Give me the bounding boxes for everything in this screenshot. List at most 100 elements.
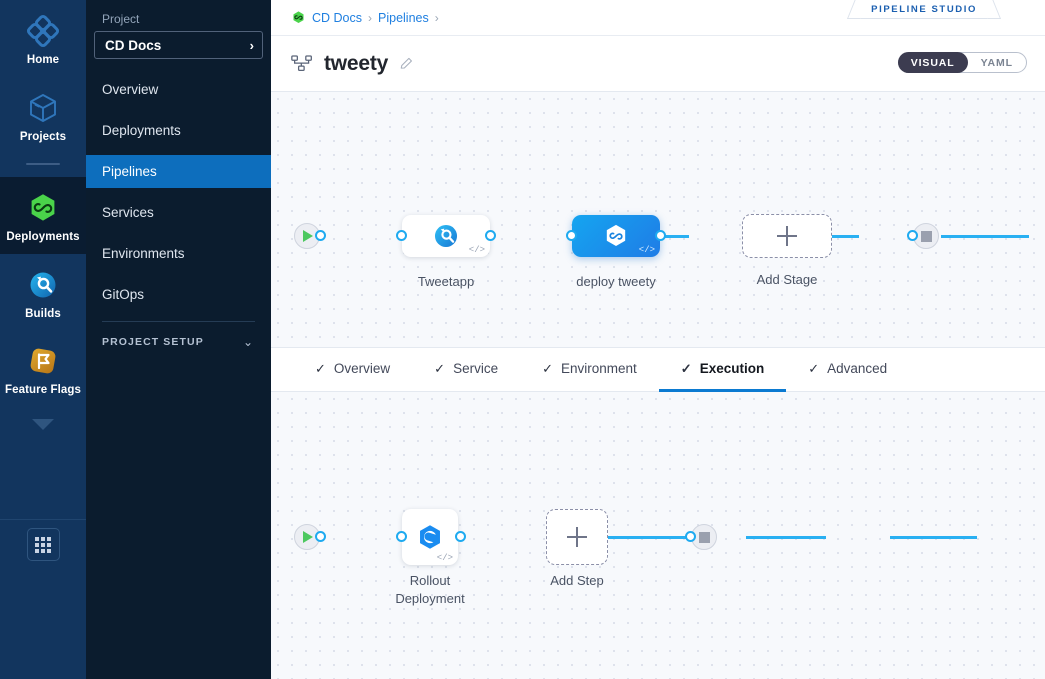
- step-port-left[interactable]: [396, 531, 407, 542]
- pipeline-end-node[interactable]: [907, 223, 939, 249]
- tab-environment[interactable]: ✓ Environment: [520, 348, 659, 392]
- tab-execution[interactable]: ✓ Execution: [658, 348, 787, 392]
- rail-label-deployments: Deployments: [6, 231, 80, 243]
- stage-label-tweetapp: Tweetapp: [417, 274, 475, 289]
- project-setup-label: PROJECT SETUP: [102, 336, 204, 348]
- toggle-option-visual[interactable]: VISUAL: [897, 52, 968, 73]
- stage-canvas[interactable]: </> Tweetapp </>: [271, 92, 1045, 348]
- sidebar-item-services[interactable]: Services: [86, 196, 271, 229]
- step-code-marker[interactable]: </>: [436, 553, 453, 563]
- sidebar-item-deployments[interactable]: Deployments: [86, 114, 271, 147]
- play-icon: [303, 531, 313, 543]
- sidebar-label-overview: Overview: [102, 82, 159, 97]
- step-port-right[interactable]: [455, 531, 466, 542]
- rail-bottom-section: [0, 519, 86, 679]
- step-edge-3: [890, 536, 977, 539]
- execution-canvas[interactable]: </> Rollout Deployment Add Step: [271, 392, 1045, 679]
- tab-label-overview: Overview: [333, 361, 391, 376]
- project-setup-toggle[interactable]: PROJECT SETUP ⌄: [86, 322, 271, 348]
- sidebar-item-pipelines[interactable]: Pipelines: [86, 155, 271, 188]
- stage-port-right[interactable]: [655, 230, 666, 241]
- rail-item-home[interactable]: Home: [0, 0, 86, 77]
- toggle-option-yaml[interactable]: YAML: [980, 56, 1013, 69]
- pencil-edit-icon[interactable]: [399, 56, 414, 71]
- step-card[interactable]: </>: [402, 509, 458, 565]
- tab-label-advanced: Advanced: [827, 361, 888, 376]
- deployments-hexagon-icon: [31, 194, 55, 221]
- tab-label-execution: Execution: [699, 361, 765, 376]
- rail-divider: [0, 153, 86, 177]
- stage-node-deploy-tweety[interactable]: </> deploy tweety: [566, 215, 666, 289]
- sidebar-item-overview[interactable]: Overview: [86, 73, 271, 106]
- tab-advanced[interactable]: ✓ Advanced: [786, 348, 909, 392]
- project-label: Project: [102, 12, 140, 26]
- execution-start-node[interactable]: [294, 524, 326, 550]
- pipeline-start-node[interactable]: [294, 223, 326, 249]
- execution-end-node[interactable]: [685, 524, 717, 550]
- sidebar-item-gitops[interactable]: GitOps: [86, 278, 271, 311]
- sidebar-label-environments: Environments: [102, 246, 185, 261]
- stage-code-marker[interactable]: </>: [638, 245, 655, 255]
- rail-item-projects[interactable]: Projects: [0, 77, 86, 154]
- rail-item-builds[interactable]: Builds: [0, 254, 86, 331]
- add-stage-button[interactable]: [742, 214, 832, 258]
- sidebar-label-deployments: Deployments: [102, 123, 181, 138]
- stage-port-left[interactable]: [396, 230, 407, 241]
- add-stage-label: Add Stage: [756, 272, 818, 287]
- check-icon: ✓: [808, 360, 820, 376]
- tab-overview[interactable]: ✓ Overview: [293, 348, 412, 392]
- stage-node-tweetapp[interactable]: </> Tweetapp: [396, 215, 496, 289]
- tab-label-service: Service: [453, 361, 499, 376]
- stage-label-deploy-tweety: deploy tweety: [576, 274, 656, 289]
- check-icon: ✓: [434, 360, 446, 376]
- check-icon: ✓: [680, 360, 692, 376]
- page-title: tweety: [324, 51, 389, 75]
- breadcrumb-link-pipelines[interactable]: Pipelines: [378, 10, 429, 25]
- sidebar-label-services: Services: [102, 205, 154, 220]
- start-port[interactable]: [315, 230, 326, 241]
- step-label-rollout-deployment: Rollout Deployment: [395, 573, 465, 607]
- grid-apps-button[interactable]: [26, 528, 60, 561]
- pipeline-nodes-icon: [291, 54, 312, 71]
- home-diamond-icon: [26, 14, 60, 48]
- plus-icon: [777, 226, 797, 246]
- step-edge-1: [601, 536, 689, 539]
- stage-code-marker[interactable]: </>: [468, 245, 485, 255]
- check-icon: ✓: [542, 360, 553, 376]
- cd-module-icon: [293, 11, 304, 24]
- stage-card-selected[interactable]: </>: [572, 215, 660, 257]
- project-selector-name: CD Docs: [105, 37, 162, 53]
- primary-nav-rail: Home Projects Deploy: [0, 0, 86, 679]
- breadcrumb-link-cd-docs[interactable]: CD Docs: [312, 10, 363, 25]
- stage-port-right[interactable]: [485, 230, 496, 241]
- rail-item-deployments[interactable]: Deployments: [0, 177, 86, 254]
- project-selector[interactable]: CD Docs ›: [94, 31, 263, 59]
- end-port[interactable]: [685, 531, 696, 542]
- start-port[interactable]: [315, 531, 326, 542]
- add-step-button[interactable]: [546, 509, 608, 565]
- stage-card[interactable]: </>: [402, 215, 490, 257]
- pipeline-title-bar: tweety VISUAL YAML: [271, 36, 1045, 92]
- rollout-deployment-icon: [420, 525, 440, 549]
- step-node-rollout-deployment[interactable]: </> Rollout Deployment: [395, 509, 466, 606]
- stop-icon: [920, 230, 932, 242]
- add-stage-node[interactable]: Add Stage: [742, 214, 832, 287]
- rail-item-feature-flags[interactable]: Feature Flags: [0, 330, 86, 407]
- plus-icon: [567, 527, 587, 547]
- play-icon: [303, 230, 313, 242]
- rail-collapse-button[interactable]: [0, 407, 86, 436]
- breadcrumb-separator: ›: [434, 10, 439, 25]
- pipeline-studio-tab[interactable]: PIPELINE STUDIO: [857, 0, 991, 19]
- tab-service[interactable]: ✓ Service: [412, 348, 520, 392]
- view-mode-toggle[interactable]: VISUAL YAML: [897, 52, 1027, 73]
- project-sidebar: Project CD Docs › Overview Deployments P…: [86, 0, 271, 679]
- stop-icon: [698, 531, 710, 543]
- cube-icon: [30, 93, 56, 122]
- sidebar-item-environments[interactable]: Environments: [86, 237, 271, 270]
- end-port[interactable]: [907, 230, 918, 241]
- stage-port-left[interactable]: [566, 230, 577, 241]
- add-step-node[interactable]: Add Step: [546, 509, 608, 588]
- sidebar-label-pipelines: Pipelines: [102, 164, 157, 179]
- breadcrumb-separator: ›: [368, 10, 373, 25]
